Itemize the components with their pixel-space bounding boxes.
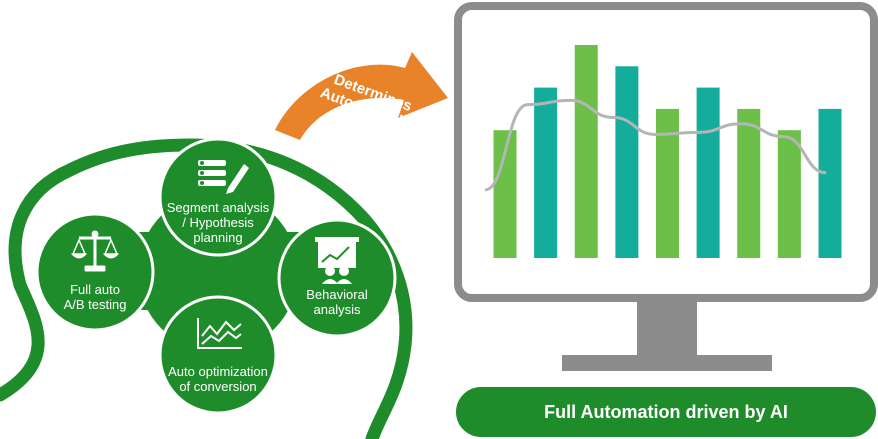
ab-testing-line2: A/B testing bbox=[63, 297, 127, 312]
presentation-board-icon bbox=[315, 237, 359, 284]
ab-testing-line1: Full auto bbox=[70, 282, 120, 297]
chart-bar-2 bbox=[534, 87, 558, 258]
chart-bar-3 bbox=[574, 45, 598, 258]
segment-analysis-line1: Segment analysis bbox=[166, 200, 270, 215]
chart-bar-6 bbox=[696, 87, 720, 258]
chart-trend-line bbox=[484, 98, 827, 192]
behavioral-analysis-line2: analysis bbox=[313, 302, 361, 317]
behavioral-analysis-label: Behavioral analysis bbox=[282, 287, 392, 317]
chart-bar-4 bbox=[615, 66, 639, 258]
determines-arrow bbox=[275, 52, 448, 140]
conversion-label: Auto optimization of conversion bbox=[163, 364, 273, 394]
monitor-base bbox=[562, 355, 772, 371]
circle-conversion bbox=[158, 295, 278, 415]
chart-bar-5 bbox=[656, 108, 679, 259]
chart-bar-8 bbox=[777, 130, 801, 258]
conversion-line1: Auto optimization bbox=[168, 364, 268, 379]
chart-bar-1 bbox=[493, 130, 517, 258]
circle-ab-testing bbox=[35, 212, 155, 332]
monitor-neck bbox=[637, 300, 697, 356]
conversion-line2: of conversion bbox=[179, 379, 257, 394]
behavioral-analysis-line1: Behavioral bbox=[306, 287, 368, 302]
automation-banner: Full Automation driven by AI bbox=[456, 387, 876, 437]
chart-bar-9 bbox=[818, 108, 842, 259]
automation-banner-label: Full Automation driven by AI bbox=[544, 401, 788, 422]
list-pen-icon bbox=[198, 160, 249, 194]
segment-analysis-label: Segment analysis / Hypothesis planning bbox=[163, 200, 273, 245]
scales-icon bbox=[70, 230, 120, 272]
segment-analysis-line2: / Hypothesis bbox=[182, 215, 254, 230]
chart-bar-7 bbox=[737, 108, 761, 259]
line-chart-icon bbox=[197, 318, 242, 349]
ab-testing-label: Full auto A/B testing bbox=[40, 282, 150, 312]
circle-behavioral-analysis bbox=[277, 218, 397, 338]
chart-area bbox=[484, 45, 842, 259]
segment-analysis-line3: planning bbox=[193, 230, 243, 245]
